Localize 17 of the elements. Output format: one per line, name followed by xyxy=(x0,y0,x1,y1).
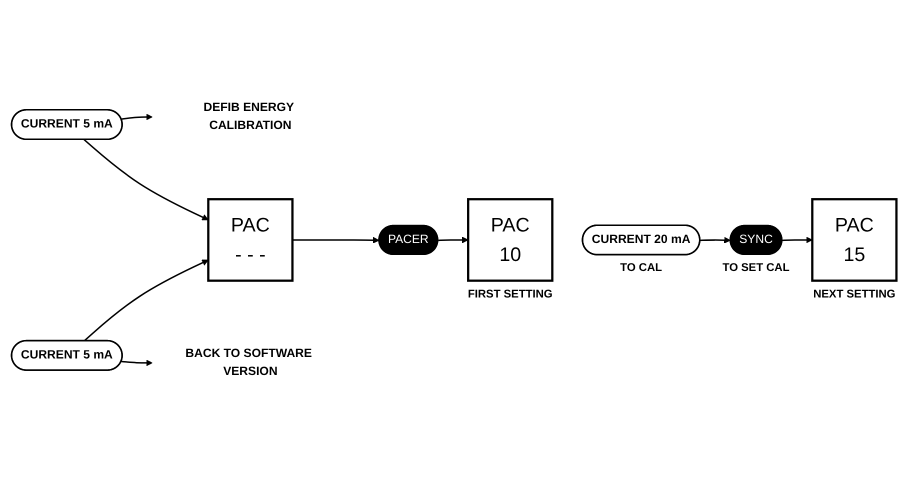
arrow xyxy=(292,236,379,244)
step-caption: NEXT SETTING xyxy=(812,288,895,300)
arrow xyxy=(83,139,208,220)
arrow xyxy=(438,236,468,244)
node-box: PAC 15 xyxy=(810,198,898,282)
arrow xyxy=(120,114,152,120)
step-caption: TO CAL xyxy=(620,262,662,274)
arrow xyxy=(83,260,208,342)
node-box: PAC 10 xyxy=(466,198,553,282)
node-text: DEFIB ENERGY CALIBRATION xyxy=(203,101,294,132)
node-box: PAC - - - xyxy=(206,198,294,282)
arrow xyxy=(700,236,730,244)
step-caption: FIRST SETTING xyxy=(467,288,552,300)
arrow xyxy=(782,236,812,244)
arrow xyxy=(120,360,152,366)
node-text: BACK TO SOFTWARE VERSION xyxy=(184,347,312,378)
step-caption: TO SET CAL xyxy=(722,262,789,274)
